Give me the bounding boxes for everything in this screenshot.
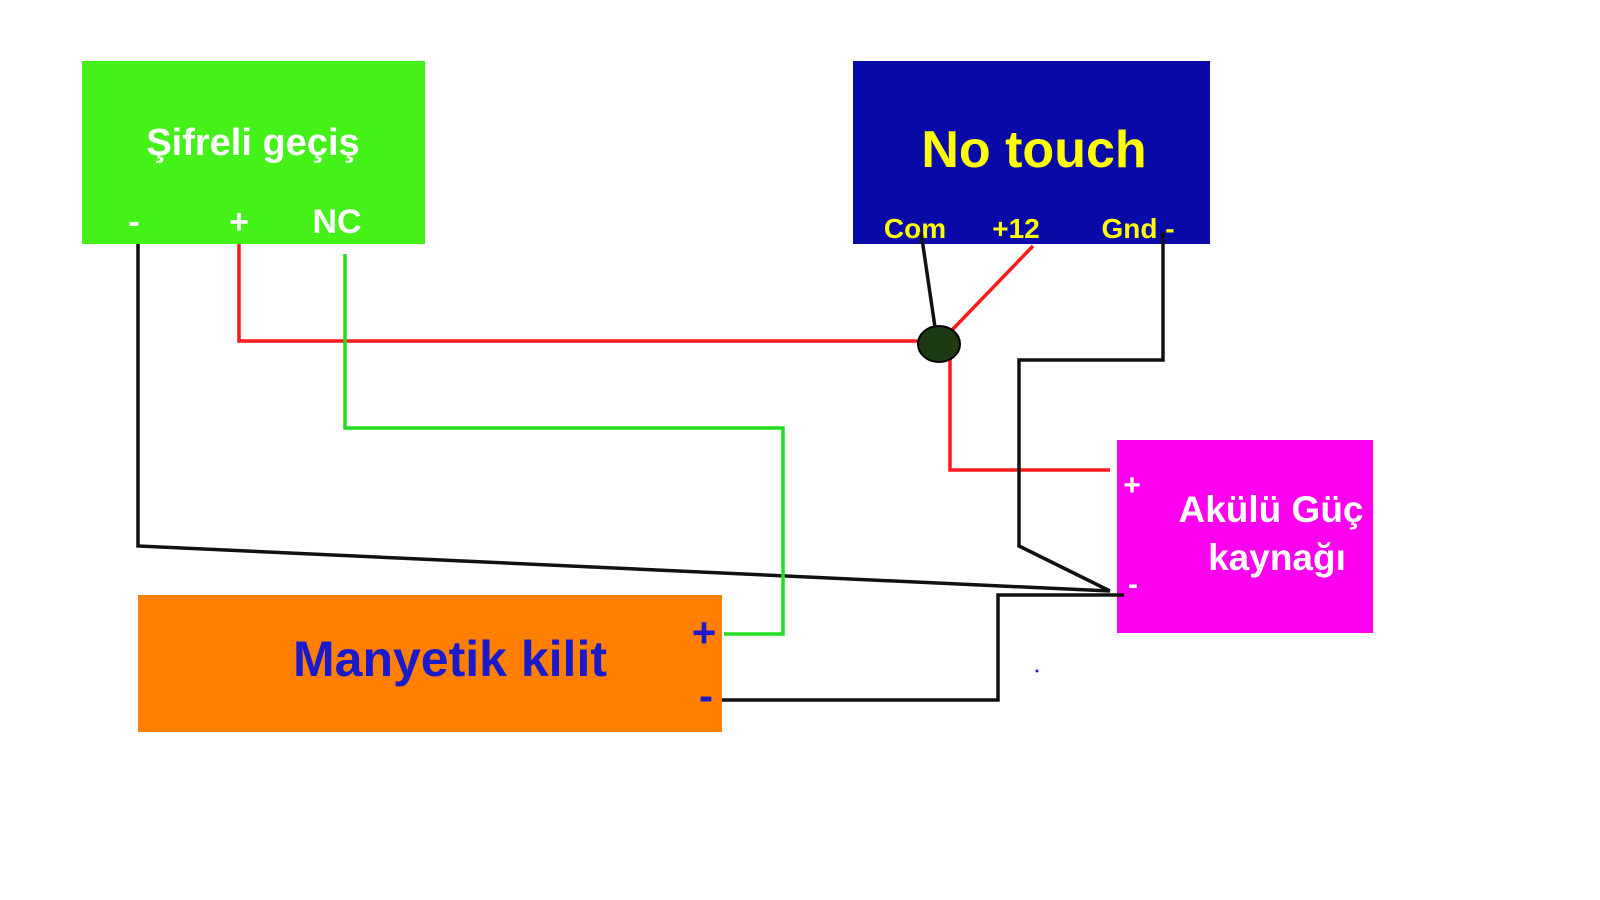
sifreli-pin-nc: NC <box>312 203 361 241</box>
no-touch-pin-12: +12 <box>992 213 1040 244</box>
akulu-guc-kaynagi-box: Akülü Güç kaynağı + - <box>1117 440 1373 633</box>
akulu-title-line1: Akülü Güç <box>1178 489 1363 530</box>
stray-dot <box>1035 669 1039 673</box>
sifreli-pin-plus: + <box>229 203 249 241</box>
wire-red-sifreli-plus <box>237 244 922 343</box>
kilit-pin-minus: - <box>699 672 713 719</box>
sifreli-gecis-box: Şifreli geçiş - + NC <box>82 61 425 244</box>
no-touch-pin-com: Com <box>884 213 946 244</box>
akulu-pin-minus: - <box>1128 568 1138 601</box>
no-touch-box: No touch Com +12 Gnd - <box>853 61 1210 244</box>
manyetik-kilit-rect <box>138 595 722 732</box>
wire-black-kilit-minus <box>722 593 1124 702</box>
akulu-rect <box>1117 440 1373 633</box>
wire-red-12 <box>950 244 1035 332</box>
manyetik-kilit-box: Manyetik kilit + - <box>138 595 722 732</box>
wires <box>136 231 1165 702</box>
wire-green-nc <box>343 254 785 636</box>
no-touch-rect <box>853 61 1210 244</box>
manyetik-kilit-title: Manyetik kilit <box>293 631 607 687</box>
akulu-title-line2: kaynağı <box>1208 537 1346 578</box>
akulu-pin-plus: + <box>1123 469 1141 502</box>
wire-black-sifreli-minus <box>136 244 1111 593</box>
sifreli-gecis-title: Şifreli geçiş <box>146 122 359 164</box>
kilit-pin-plus: + <box>692 609 717 656</box>
junction-dot <box>917 325 961 363</box>
wire-black-com <box>919 231 938 335</box>
sifreli-gecis-rect <box>82 61 425 244</box>
wire-red-akulu-plus <box>948 358 1110 472</box>
sifreli-pin-minus: - <box>128 203 139 241</box>
wire-black-gnd <box>1017 232 1165 593</box>
no-touch-title: No touch <box>921 121 1146 179</box>
